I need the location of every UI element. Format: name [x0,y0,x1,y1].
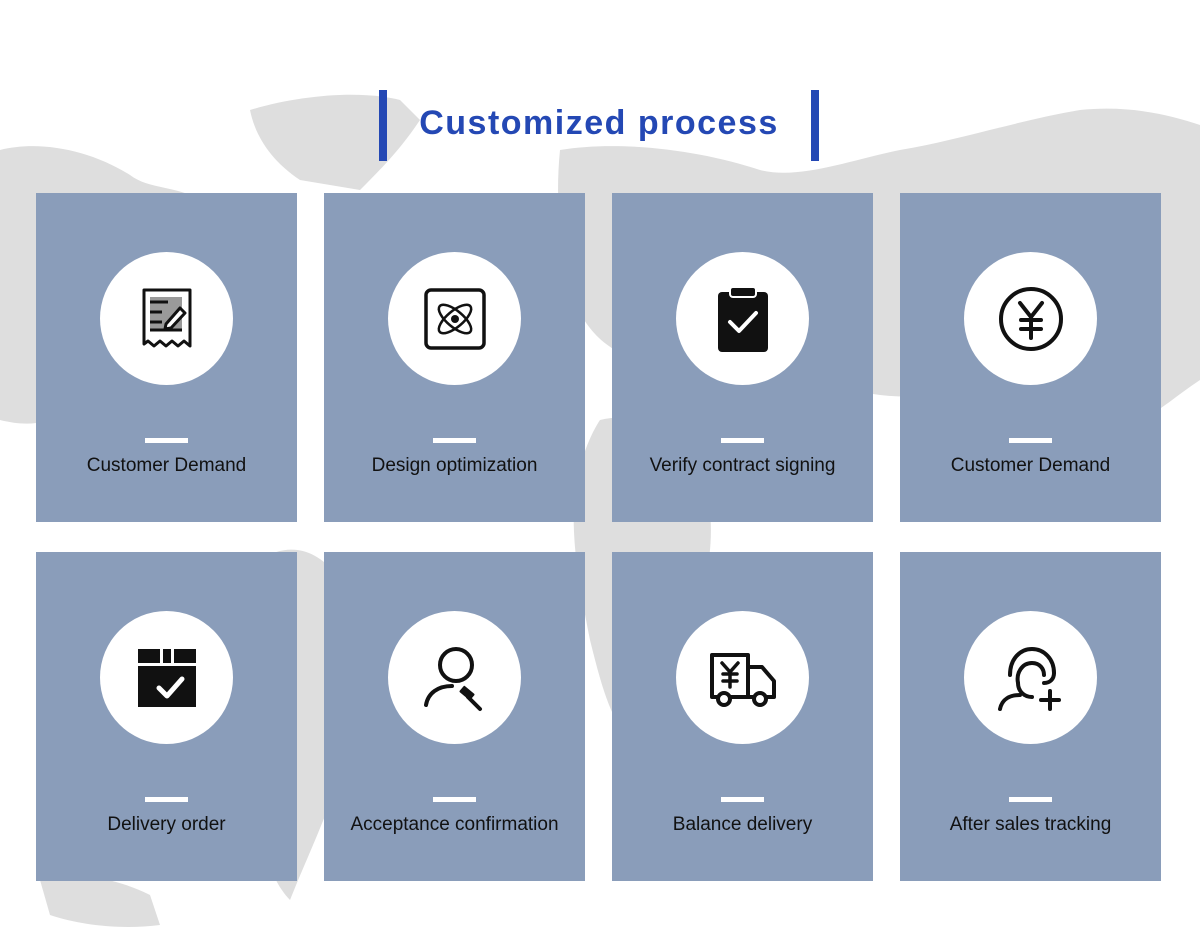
icon-circle [676,611,809,744]
card-label: Balance delivery [672,814,813,835]
icon-circle [100,611,233,744]
card-label: Customer Demand [86,455,247,476]
title-bar-right [811,90,819,161]
support-agent-plus-icon [997,646,1061,711]
receipt-edit-icon [142,288,191,347]
process-card-verify-contract: Verify contract signing [612,193,873,522]
process-card-delivery-order: Delivery order [36,552,297,881]
icon-circle [388,611,521,744]
title-block: Customized process [379,90,819,161]
card-label: After sales tracking [949,814,1112,835]
divider-dash [1009,438,1052,443]
clipboard-check-icon [717,285,768,352]
card-label: Acceptance confirmation [350,814,559,835]
process-card-after-sales-tracking: After sales tracking [900,552,1161,881]
divider-dash [721,797,764,802]
yen-truck-icon [709,652,776,707]
user-gavel-icon [423,646,482,711]
icon-circle [676,252,809,385]
yen-coin-icon [998,286,1063,351]
box-check-icon [137,648,196,707]
card-label: Delivery order [107,814,226,835]
icon-circle [964,252,1097,385]
divider-dash [145,797,188,802]
title-bar-left [379,90,387,161]
process-card-customer-demand: Customer Demand [36,193,297,522]
atom-design-icon [423,287,486,350]
process-card-customer-demand-payment: Customer Demand [900,193,1161,522]
card-label: Verify contract signing [649,455,836,476]
icon-circle [100,252,233,385]
divider-dash [433,797,476,802]
process-card-acceptance-confirmation: Acceptance confirmation [324,552,585,881]
process-card-balance-delivery: Balance delivery [612,552,873,881]
divider-dash [145,438,188,443]
process-card-design-optimization: Design optimization [324,193,585,522]
divider-dash [721,438,764,443]
icon-circle [964,611,1097,744]
page-title: Customized process [419,104,779,142]
card-label: Customer Demand [950,455,1111,476]
divider-dash [1009,797,1052,802]
divider-dash [433,438,476,443]
card-label: Design optimization [371,455,538,476]
icon-circle [388,252,521,385]
